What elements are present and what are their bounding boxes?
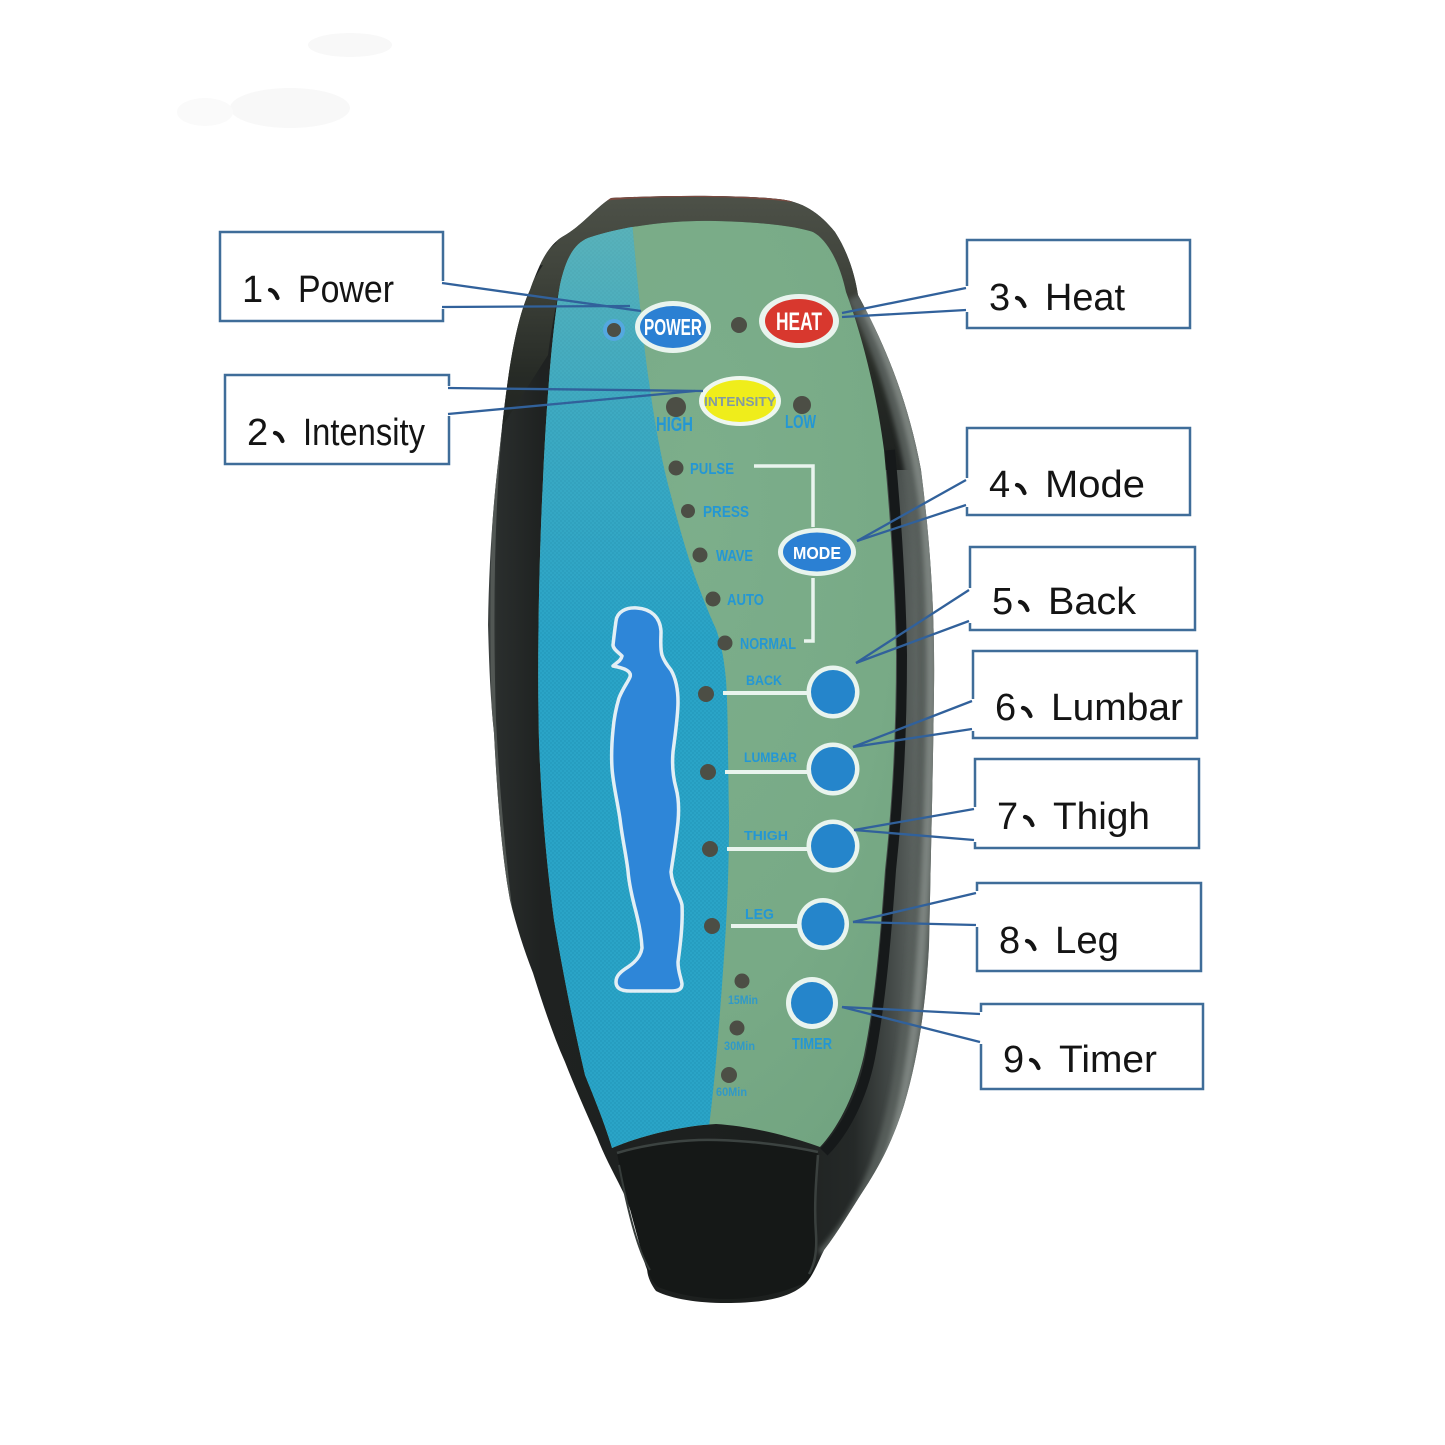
svg-text:Power: Power (298, 269, 394, 311)
svg-text:Lumbar: Lumbar (1051, 687, 1183, 729)
svg-text:POWER: POWER (644, 314, 702, 340)
svg-text:9: 9 (1003, 1039, 1024, 1081)
svg-text:1: 1 (242, 269, 263, 311)
svg-text:THIGH: THIGH (744, 828, 788, 843)
svg-text:Mode: Mode (1045, 464, 1145, 506)
svg-text:AUTO: AUTO (727, 592, 764, 609)
svg-text:15Min: 15Min (728, 995, 758, 1007)
svg-text:LOW: LOW (785, 412, 816, 432)
svg-text:Heat: Heat (1045, 277, 1125, 319)
svg-text:60Min: 60Min (716, 1087, 747, 1099)
svg-text:PULSE: PULSE (690, 461, 734, 478)
svg-text:INTENSITY: INTENSITY (704, 395, 777, 409)
svg-text:30Min: 30Min (724, 1041, 755, 1053)
svg-text:BACK: BACK (746, 672, 782, 688)
svg-text:MODE: MODE (793, 543, 841, 563)
svg-text:TIMER: TIMER (792, 1036, 832, 1053)
svg-text:4: 4 (989, 464, 1010, 506)
svg-text:5: 5 (992, 581, 1013, 623)
svg-text:NORMAL: NORMAL (740, 636, 796, 653)
svg-text:LEG: LEG (745, 906, 774, 923)
svg-text:Leg: Leg (1055, 920, 1119, 962)
svg-text:HEAT: HEAT (776, 308, 822, 336)
svg-text:LUMBAR: LUMBAR (744, 749, 797, 765)
svg-text:WAVE: WAVE (716, 548, 753, 565)
svg-text:6: 6 (995, 687, 1016, 729)
svg-text:Intensity: Intensity (303, 412, 425, 454)
svg-text:3: 3 (989, 277, 1010, 319)
svg-text:PRESS: PRESS (703, 504, 749, 521)
svg-text:HIGH: HIGH (656, 414, 693, 436)
svg-text:Thigh: Thigh (1053, 796, 1150, 838)
svg-text:2: 2 (247, 412, 268, 454)
svg-text:Timer: Timer (1059, 1039, 1157, 1081)
svg-text:Back: Back (1048, 581, 1137, 623)
svg-text:8: 8 (999, 920, 1020, 962)
svg-text:7: 7 (997, 796, 1018, 838)
